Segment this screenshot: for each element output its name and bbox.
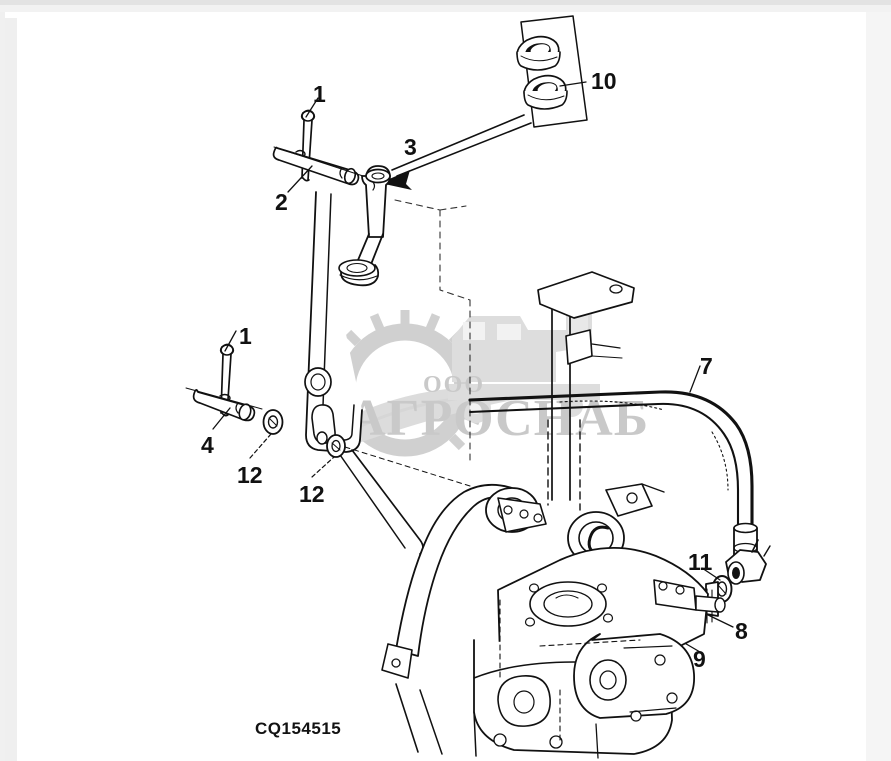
callout-11: 11 (688, 549, 713, 575)
callout-7-leader (689, 365, 701, 393)
callout-2-leader (287, 165, 313, 193)
callout-2: 2 (275, 189, 288, 215)
part-7-hydraulic-hose (468, 390, 758, 557)
callout-1-lower: 1 (239, 323, 252, 349)
part-12-washer-b (326, 434, 346, 458)
part-3-control-lever (338, 165, 391, 287)
callout-12-b: 12 (299, 481, 325, 507)
page-chrome-left-edge (0, 12, 5, 761)
callout-1-upper: 1 (313, 81, 326, 107)
part-number-label: CQ154515 (255, 719, 342, 738)
phantom-construction-lines (394, 199, 471, 461)
page-chrome-right-edge (866, 12, 891, 761)
callout-8: 8 (735, 618, 748, 644)
washer-b-assembly-line (344, 446, 471, 487)
callout-3: 3 (404, 134, 417, 160)
mounting-bracket-post (537, 271, 635, 511)
callout-1-upper-leader (305, 97, 319, 118)
part-1-cotter-pin-lower (219, 343, 235, 417)
part-10-bushing-detail-box (516, 15, 588, 128)
part-12-washer-a (262, 409, 284, 435)
page-chrome-left-band (5, 18, 17, 761)
callout-8-leader (703, 612, 734, 628)
part-4-clevis-pin (185, 387, 263, 422)
callout-1-lower-leader (224, 330, 237, 352)
callout-10: 10 (591, 68, 617, 94)
callout-7: 7 (700, 353, 713, 379)
callout-11-leader (701, 567, 721, 581)
callout-12-a: 12 (237, 462, 263, 488)
callout-4: 4 (201, 432, 214, 458)
hose-end-nut (725, 539, 771, 585)
callout-12-b-leader (311, 456, 335, 478)
page-chrome-top-band-2 (0, 5, 891, 12)
watermark-abbrev: ООО (423, 372, 486, 398)
part-2-clevis-pin (272, 146, 364, 186)
callout-9: 9 (693, 646, 706, 672)
hydrostatic-pump-assembly (381, 483, 726, 759)
callout-4-leader (212, 407, 231, 430)
callout-10-leader (559, 81, 587, 87)
part-10-leader-line (380, 114, 532, 190)
diagram-canvas (17, 12, 866, 761)
part-1-cotter-pin-upper (300, 109, 316, 182)
callout-12-a-leader (249, 433, 272, 459)
page-chrome-top-band (0, 0, 891, 5)
